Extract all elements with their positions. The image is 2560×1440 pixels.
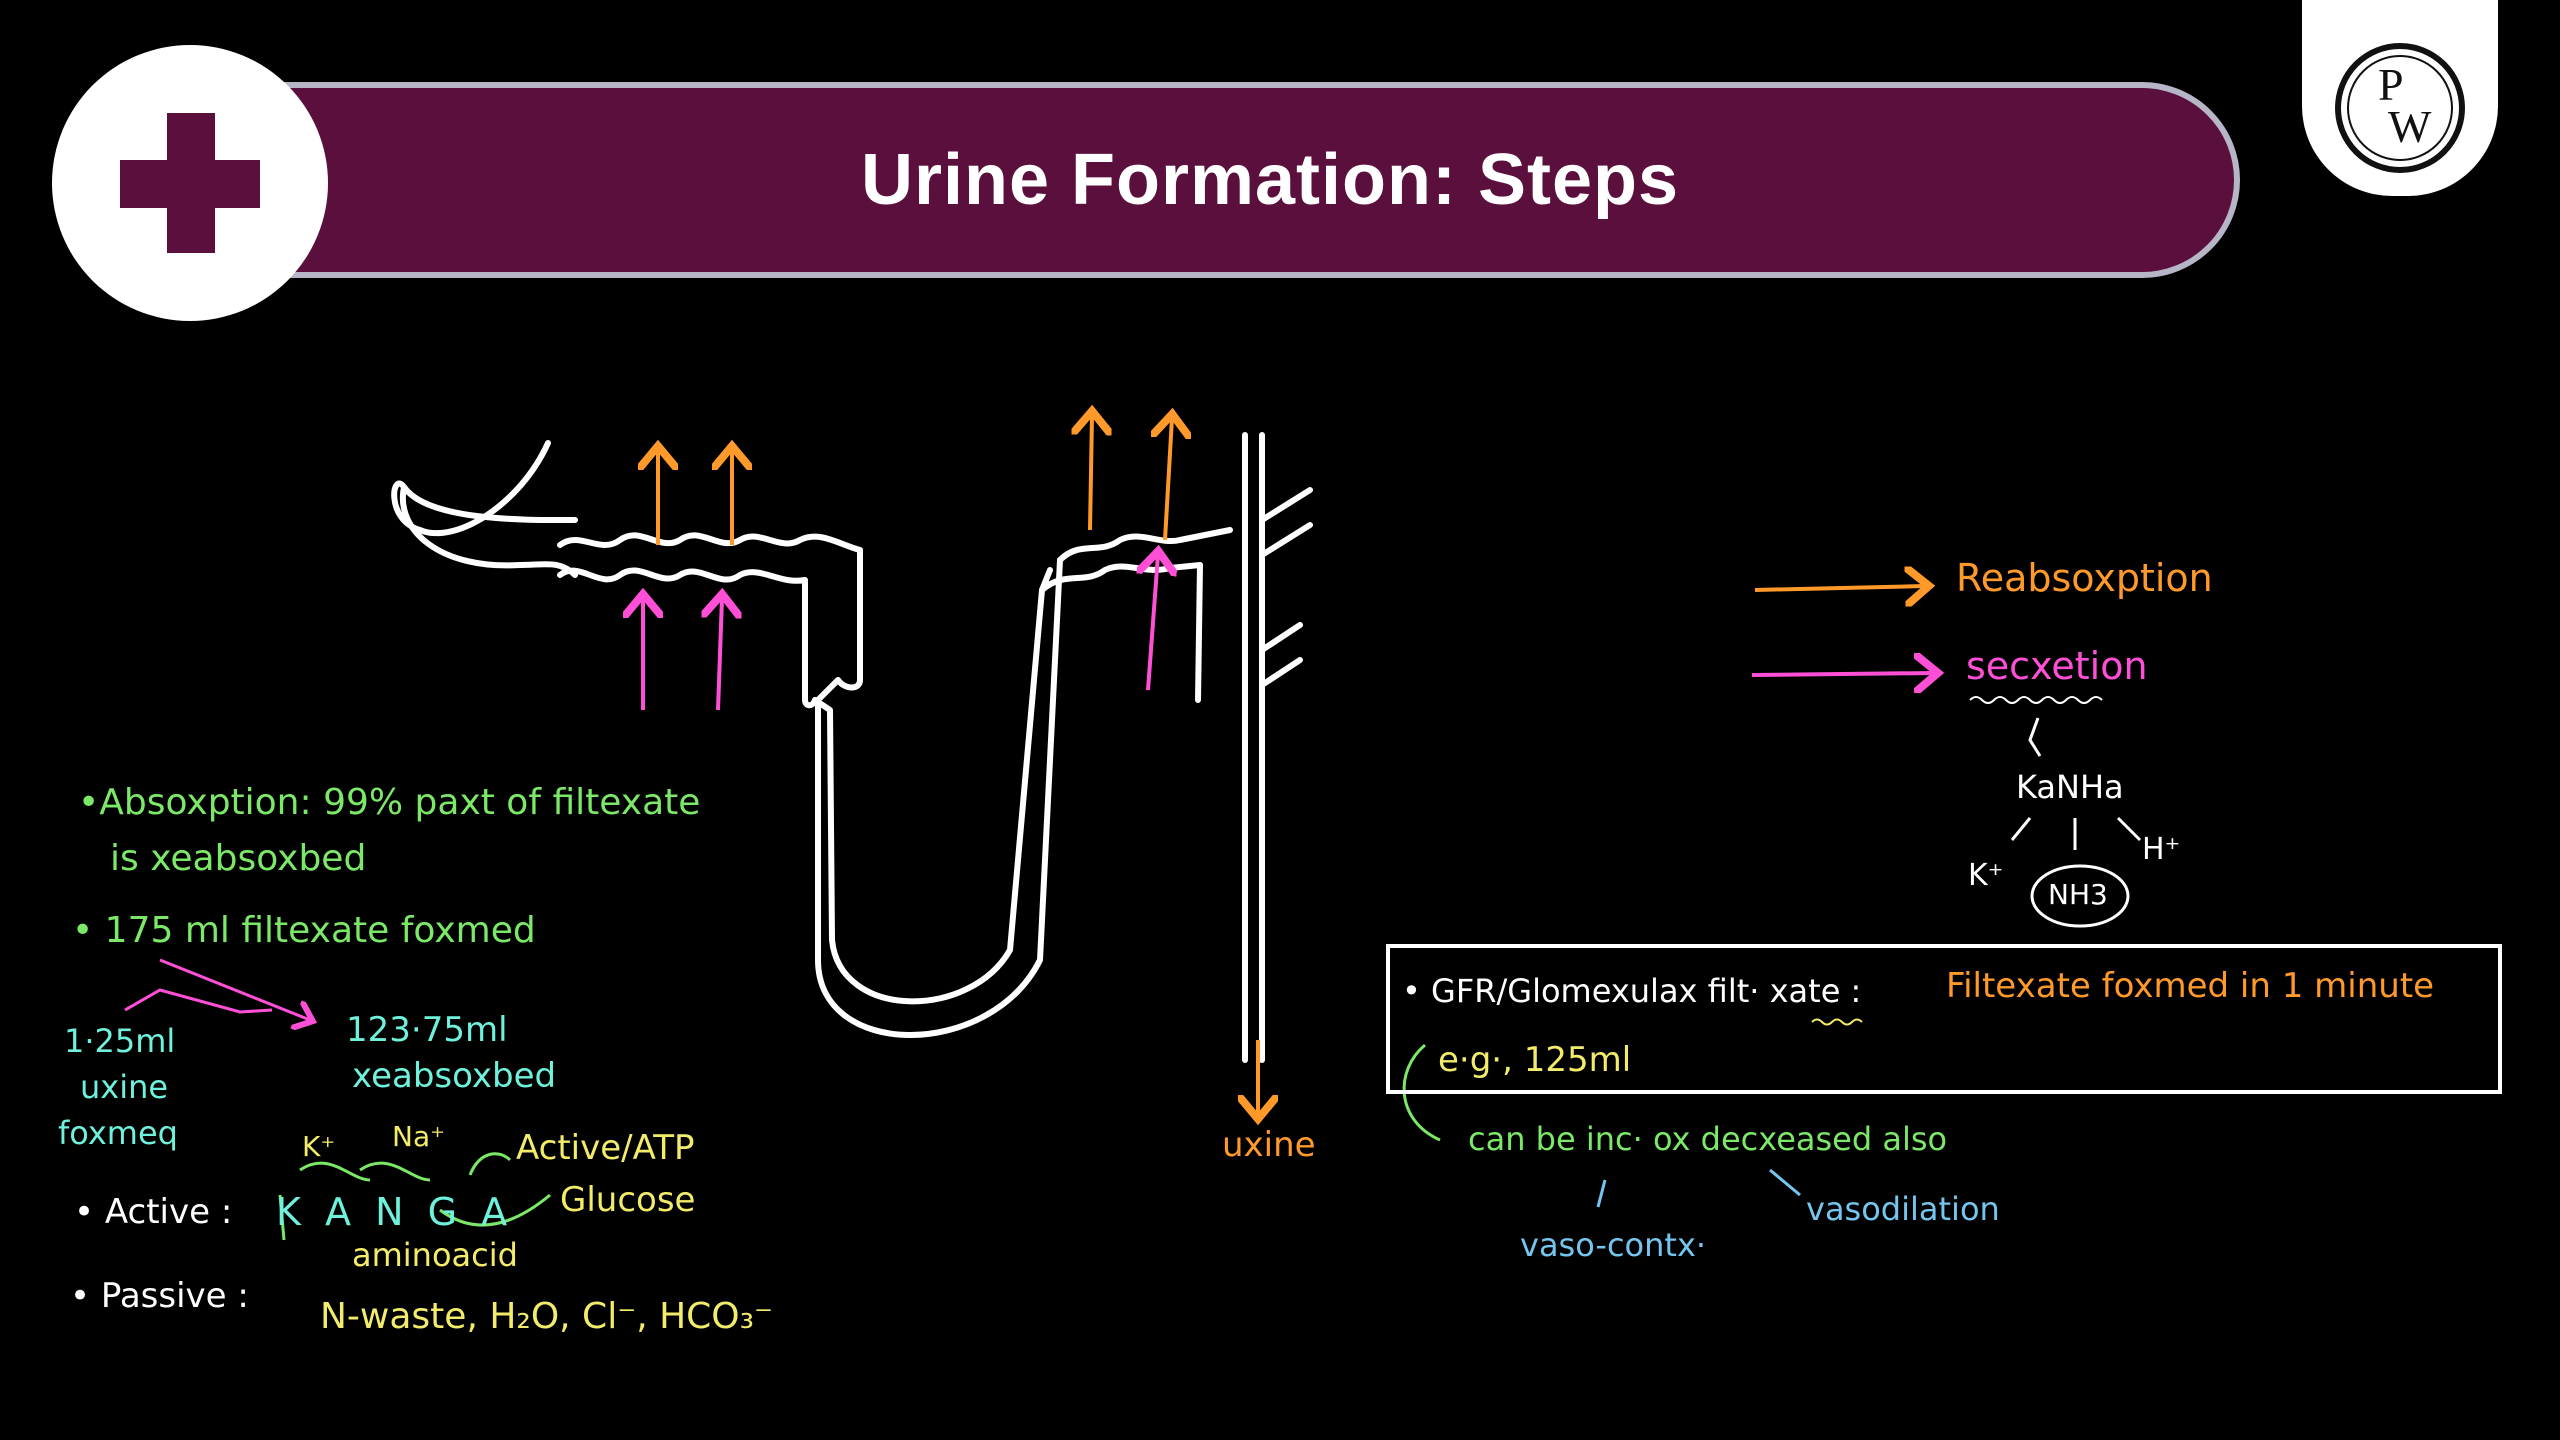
na-ion-note: Na⁺ (392, 1120, 445, 1153)
vasoconstriction-note: vaso-contx· (1520, 1226, 1707, 1264)
h-arrow (2116, 816, 2142, 842)
split-arrow-right (159, 958, 310, 1020)
urine-formed-amount: 1·25ml (64, 1022, 176, 1060)
pw-logo-p: P (2378, 59, 2404, 110)
page-title: Urine Formation: Steps (860, 140, 1680, 220)
pct-lower (557, 567, 818, 709)
gfr-label: • GFR/Glomexulax filt· xate : (1402, 972, 1862, 1010)
secretion-down-arrow (2028, 717, 2042, 757)
bowmans-capsule (391, 440, 578, 537)
glucose-note: Glucose (560, 1180, 696, 1220)
rate-underline (1811, 1018, 1863, 1026)
reabsorption-arrow (1165, 418, 1172, 541)
split-arrow-left (124, 988, 273, 1014)
reabsorbed-amount: 123·75ml (346, 1010, 508, 1050)
kanha-label: KaNHa (2016, 768, 2124, 806)
gfr-box (1386, 944, 2502, 1094)
medical-cross-icon (52, 45, 328, 321)
active-label: • Active : (74, 1192, 233, 1232)
na-arrow-green (359, 1161, 431, 1182)
urine-formed-word: uxine (80, 1068, 169, 1106)
nh3-label: NH3 (2048, 878, 2108, 911)
pw-logo-w: W (2388, 101, 2432, 152)
passive-items: N-waste, H₂O, Cl⁻, HCO₃⁻ (320, 1296, 774, 1337)
gfr-example: e·g·, 125ml (1438, 1040, 1632, 1080)
urine-label: uxine (1222, 1125, 1316, 1165)
k-arrow (2010, 817, 2032, 841)
secretion-arrow (1148, 555, 1158, 691)
passive-arrow (278, 1194, 286, 1241)
absorption-note-line2: is xeabsoxbed (110, 838, 367, 879)
kanga-mnemonic: K A N G A (276, 1190, 514, 1234)
dct-upper (1057, 527, 1233, 563)
vasodilation-note: vasodilation (1806, 1190, 2000, 1228)
nh3-circle (2030, 864, 2130, 928)
dct-lower (1039, 562, 1203, 703)
urine-formed-word2: foxmeq (58, 1114, 178, 1152)
filtrate-formed-note: • 175 ml filtexate foxmed (72, 910, 536, 951)
k-arrow-green (299, 1161, 371, 1182)
duct-branch-4 (1259, 657, 1303, 688)
legend-reabsorption-label: Reabsoxption (1956, 556, 2213, 600)
glucose-arrow-green (439, 1193, 551, 1227)
pw-logo: P W (2302, 0, 2498, 196)
k-ion-label: K⁺ (1968, 858, 2004, 893)
secretion-underline (1969, 696, 2103, 704)
secretion-arrow (718, 598, 722, 711)
active-atp-note: Active/ATP (516, 1128, 695, 1168)
k-ion-note: K⁺ (302, 1130, 336, 1163)
gfr-change-note: can be inc· ox decxeased also (1468, 1120, 1948, 1158)
loop-descending-outer (815, 547, 1063, 1038)
gfr-change-arrow (1402, 1043, 1441, 1142)
gfr-definition: Filtexate foxmed in 1 minute (1946, 966, 2435, 1006)
legend-secretion-label: secxetion (1966, 644, 2148, 688)
absorption-note-line1: •Absoxption: 99% paxt of filtexate (78, 782, 701, 823)
title-bar (250, 82, 2240, 278)
legend-reabsorption-arrow (1754, 586, 1925, 590)
pct-upper (557, 532, 863, 553)
reabsorbed-word: xeabsoxbed (352, 1056, 557, 1096)
passive-label: • Passive : (70, 1276, 249, 1316)
loop-descending-inner (812, 567, 1053, 1005)
atp-arrow-green (468, 1152, 512, 1176)
reabsorption-arrow (1090, 415, 1092, 531)
bowmans-capsule-outer (399, 484, 578, 578)
vasoconstriction-arrow (1596, 1179, 1607, 1208)
duct-branch-1 (1259, 487, 1313, 523)
h-ion-label: H⁺ (2142, 832, 2181, 867)
vasodilation-arrow (1769, 1168, 1801, 1197)
duct-branch-2 (1259, 522, 1313, 558)
duct-branch-3 (1259, 622, 1303, 653)
aminoacid-note: aminoacid (352, 1236, 518, 1274)
legend-secretion-arrow (1751, 673, 1934, 675)
